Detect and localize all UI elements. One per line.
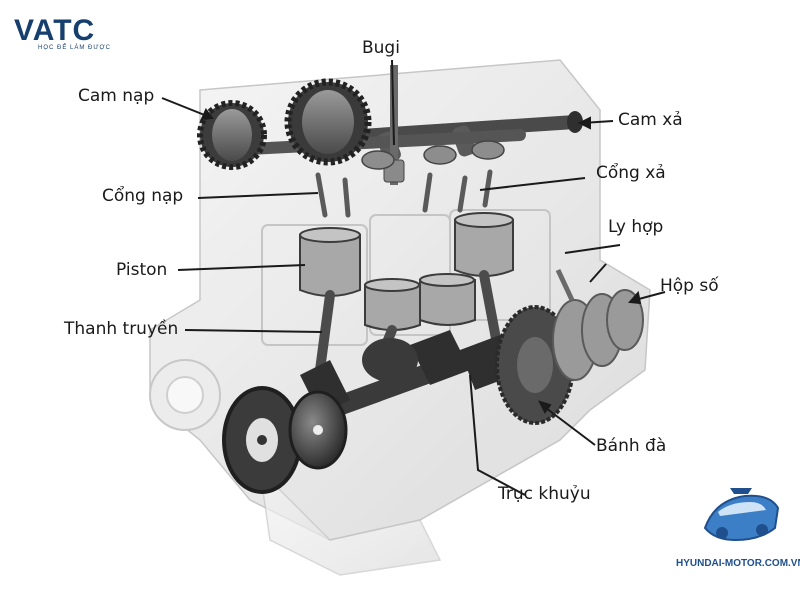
label-cam-nap: Cam nạp [78,86,155,106]
label-bugi: Bugi [362,38,400,58]
brand-tagline: HỌC ĐỂ LÀM ĐƯỢC [38,45,111,51]
leader-lines [161,59,666,496]
gearbox [552,289,644,381]
label-cong-xa: Cổng xả [596,163,666,183]
cam-gear-intake [197,100,267,170]
leader-ly-hop [564,244,621,254]
label-thanh-truyen: Thanh truyền [64,319,179,339]
leader-banh-da [541,404,596,446]
front-pulley [288,390,348,470]
clutch-lever [555,268,575,302]
leader-thanh-truyen [184,329,323,333]
valves [315,169,493,218]
label-ly-hop: Ly hợp [608,217,664,237]
label-hop-so: Hộp số [660,276,719,296]
leader-piston [177,264,306,271]
leader-truc-khuyu [469,374,526,496]
label-cam-xa: Cam xả [618,110,683,130]
left-housing [149,359,221,431]
valve-cups [361,140,505,170]
watermark-text: HYUNDAI-MOTOR.COM.VN [676,558,800,569]
pistons [299,212,514,331]
label-piston: Piston [116,260,168,280]
cam-gear-exhaust [284,78,372,166]
brand-name: VATC [14,14,96,47]
label-banh-da: Bánh đà [596,436,667,456]
leader-cong-nap [197,192,319,199]
leader-cong-xa [479,177,586,191]
brand-logo: VATC HỌC ĐỂ LÀM ĐƯỢC [14,14,111,51]
intake-camshaft [224,129,526,156]
label-truc-khuyu: Trục khuỷu [498,484,591,504]
label-cong-nap: Cổng nạp [102,186,184,206]
leader-bugi [391,59,395,146]
crank-pulley [222,386,302,494]
car-logo-icon [703,488,780,542]
